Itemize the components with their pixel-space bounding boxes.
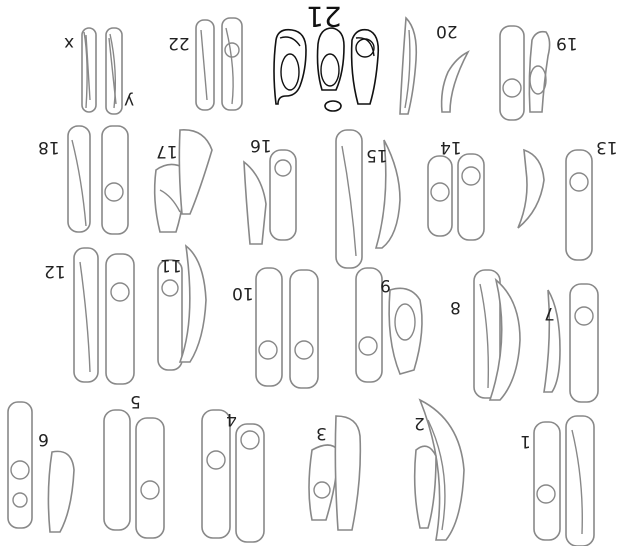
label-4: 4 <box>226 409 237 429</box>
chromosome-1 <box>534 416 594 546</box>
chromosome-16 <box>244 150 296 244</box>
label-17: 17 <box>156 141 178 161</box>
label-14: 14 <box>440 137 462 157</box>
chromosome-14 <box>428 154 484 240</box>
label-8: 8 <box>450 297 461 317</box>
chromosome-19 <box>500 26 550 120</box>
label-11: 11 <box>160 255 182 275</box>
label-5: 5 <box>130 391 141 411</box>
chromosome-x <box>82 28 96 112</box>
label-15: 15 <box>366 145 388 165</box>
label-22: 22 <box>168 33 190 53</box>
label-6: 6 <box>38 429 49 449</box>
label-10: 10 <box>232 283 254 303</box>
chromosome-10 <box>256 268 318 388</box>
chromosome-22 <box>196 18 242 110</box>
chromosome-7 <box>544 284 598 402</box>
chromosome-y <box>106 28 122 114</box>
label-16: 16 <box>250 135 272 155</box>
label-20: 20 <box>436 21 458 41</box>
label-3: 3 <box>316 423 327 443</box>
chromosome-8 <box>474 270 520 400</box>
chromosome-5 <box>104 410 164 538</box>
label-19: 19 <box>556 33 578 53</box>
label-1: 1 <box>520 431 531 451</box>
label-y: y <box>124 91 134 111</box>
label-18: 18 <box>38 137 60 157</box>
label-12: 12 <box>44 261 66 281</box>
label-13: 13 <box>596 137 618 157</box>
chromosome-18 <box>68 126 128 234</box>
label-2: 2 <box>414 413 425 433</box>
label-x: x <box>64 33 74 53</box>
label-21: 21 <box>306 0 342 33</box>
label-7: 7 <box>544 303 555 323</box>
chromosome-12 <box>74 248 134 384</box>
label-9: 9 <box>380 275 391 295</box>
chromosome-13 <box>518 150 592 260</box>
chromosome-6 <box>8 402 74 532</box>
chromosome-21-group <box>274 28 378 111</box>
